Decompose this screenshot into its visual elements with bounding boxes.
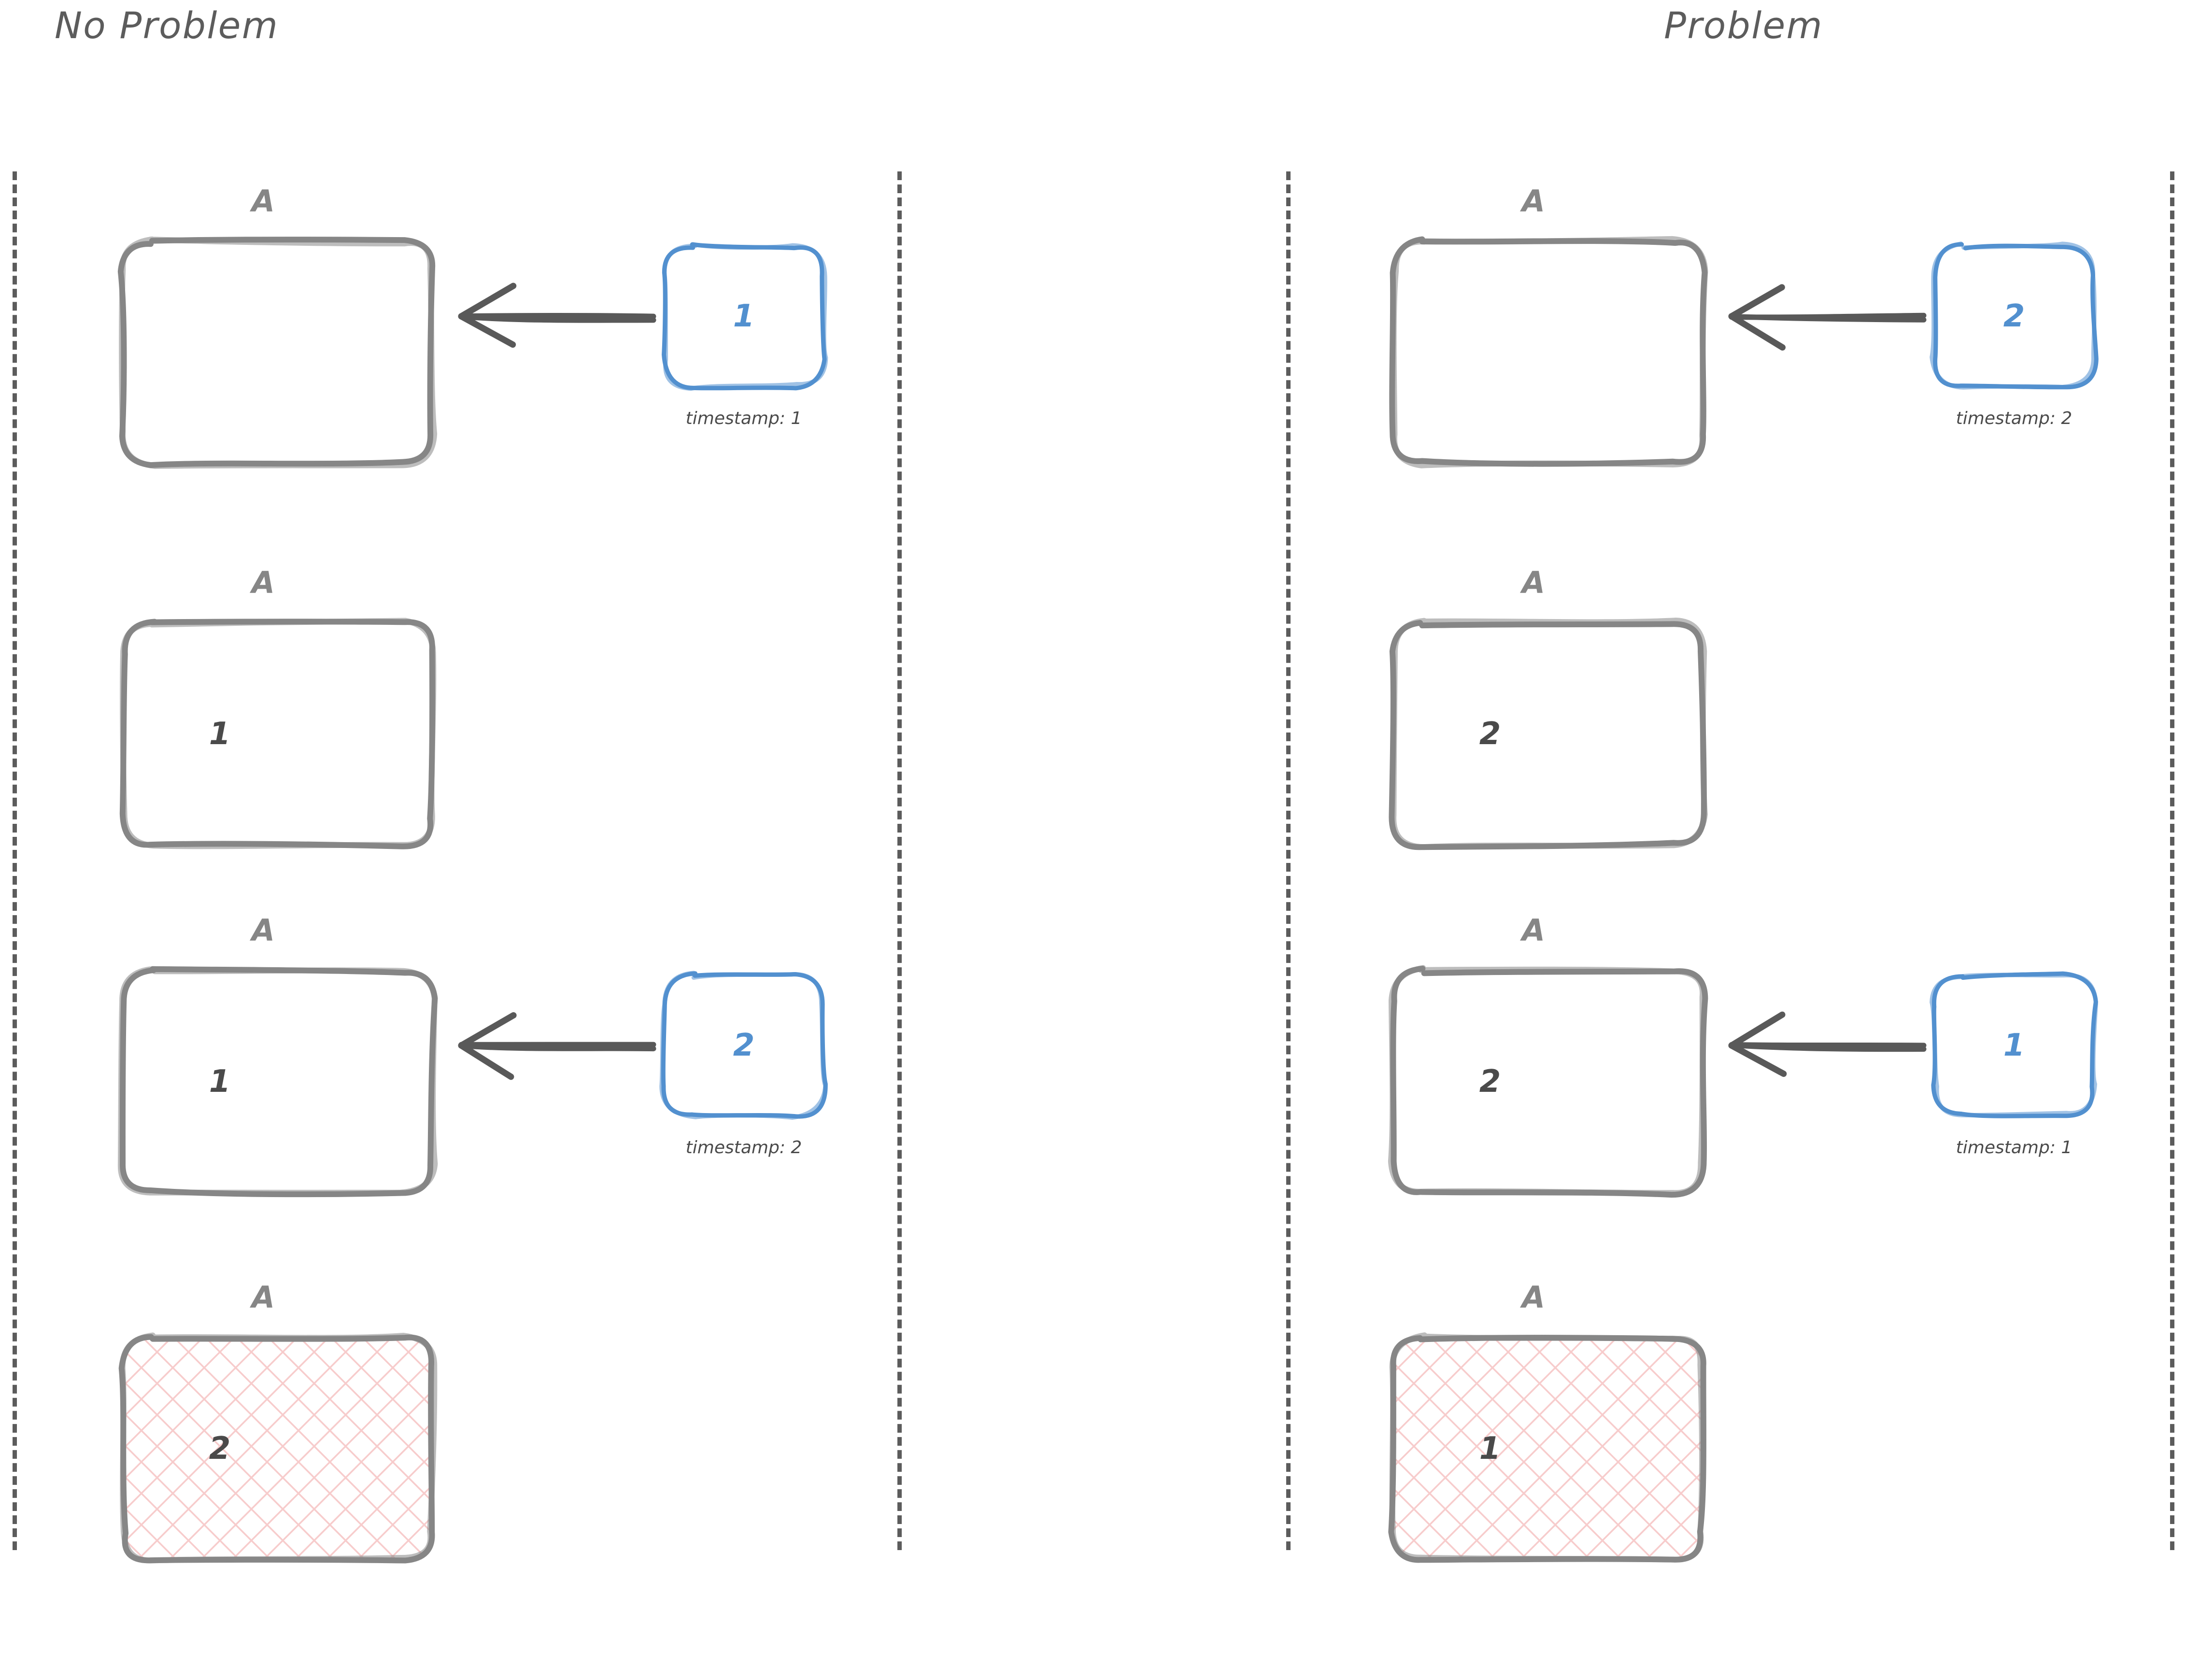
problem-row-1-state-box-outline bbox=[1389, 236, 1708, 467]
no-problem-row-3-message-node-outline bbox=[659, 971, 828, 1120]
divider-left-outer bbox=[13, 171, 17, 1550]
no-problem-row-3-node-label: A bbox=[252, 913, 275, 948]
no-problem-row-2-node-label: A bbox=[252, 565, 275, 600]
no-problem-row-3-message-value: 2 bbox=[733, 1028, 755, 1063]
no-problem-row-3-message-caption: timestamp: 2 bbox=[685, 1138, 802, 1158]
divider-right-outer bbox=[2170, 171, 2174, 1550]
problem-row-1-node-label: A bbox=[1522, 184, 1545, 219]
no-problem-row-1-message-node-outline bbox=[662, 242, 828, 391]
problem-row-1-message-value: 2 bbox=[2003, 298, 2025, 334]
no-problem-row-2-state-value: 1 bbox=[209, 716, 231, 752]
problem-row-1-arrow-shaft bbox=[1729, 314, 1927, 323]
problem-row-4-state-box-fill bbox=[1393, 1337, 1703, 1560]
no-problem-row-2-state-box-outline bbox=[119, 619, 436, 849]
problem-row-3-message-node-outline bbox=[1930, 973, 2098, 1117]
problem-row-1-arrow-head bbox=[1728, 313, 1786, 351]
panel-title-no-problem: No Problem bbox=[54, 4, 279, 47]
no-problem-row-4-state-box-outline bbox=[119, 1332, 438, 1564]
no-problem-row-2-state-box-outline bbox=[120, 618, 437, 849]
no-problem-row-1-node-label: A bbox=[252, 184, 275, 219]
problem-row-3-message-caption: timestamp: 1 bbox=[1956, 1138, 2072, 1158]
problem-row-3-arrow-head bbox=[1728, 1042, 1787, 1077]
no-problem-row-1-arrow-head bbox=[458, 313, 516, 348]
problem-row-1-message-caption: timestamp: 2 bbox=[1956, 409, 2072, 428]
problem-row-1-arrow-head bbox=[1728, 284, 1785, 320]
no-problem-row-3-arrow-head bbox=[458, 1042, 514, 1080]
problem-row-3-state-value: 2 bbox=[1479, 1064, 1501, 1100]
no-problem-row-4-node-label: A bbox=[252, 1280, 275, 1315]
problem-row-3-message-value: 1 bbox=[2003, 1028, 2025, 1063]
no-problem-row-3-arrow-head bbox=[458, 1012, 517, 1049]
problem-row-2-state-box-outline bbox=[1391, 618, 1708, 850]
problem-row-3-state-box-outline bbox=[1390, 965, 1708, 1198]
problem-row-2-state-value: 2 bbox=[1479, 716, 1501, 752]
no-problem-row-1-arrow-head bbox=[458, 282, 517, 320]
no-problem-row-3-arrow-shaft bbox=[458, 1043, 656, 1052]
no-problem-row-3-state-box-outline bbox=[119, 966, 438, 1198]
problem-row-1-message-node-outline bbox=[1930, 241, 2097, 390]
problem-row-4-state-value: 1 bbox=[1479, 1431, 1501, 1467]
no-problem-row-3-state-value: 1 bbox=[209, 1064, 231, 1100]
problem-row-1-state-box-outline bbox=[1391, 236, 1708, 468]
no-problem-row-1-message-caption: timestamp: 1 bbox=[685, 409, 802, 428]
no-problem-row-1-state-box-outline bbox=[117, 237, 436, 468]
divider-left-inner bbox=[897, 171, 902, 1550]
no-problem-row-4-state-box-fill bbox=[123, 1337, 433, 1560]
panel-title-problem: Problem bbox=[1664, 4, 1823, 47]
no-problem-row-3-state-box-outline bbox=[117, 966, 438, 1196]
problem-row-4-node-label: A bbox=[1522, 1280, 1545, 1315]
no-problem-row-4-state-value: 2 bbox=[209, 1431, 231, 1467]
problem-row-3-arrow-head bbox=[1728, 1011, 1786, 1049]
problem-row-2-node-label: A bbox=[1522, 565, 1545, 600]
no-problem-row-1-state-box-outline bbox=[119, 236, 438, 469]
divider-right-inner bbox=[1286, 171, 1291, 1550]
problem-row-3-arrow-shaft bbox=[1729, 1042, 1927, 1052]
problem-row-2-state-box-outline bbox=[1389, 620, 1707, 850]
problem-row-3-state-box-outline bbox=[1388, 965, 1706, 1196]
problem-row-3-node-label: A bbox=[1522, 913, 1545, 948]
problem-row-4-state-box-outline bbox=[1389, 1332, 1705, 1563]
no-problem-row-1-arrow-shaft bbox=[458, 314, 656, 323]
no-problem-row-1-message-value: 1 bbox=[733, 298, 755, 334]
